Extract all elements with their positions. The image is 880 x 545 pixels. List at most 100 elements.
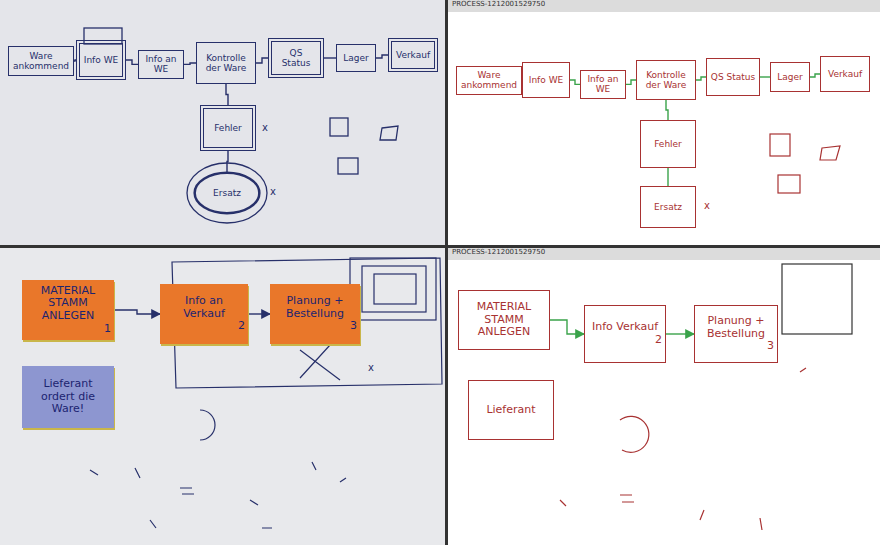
callout-number: 3: [698, 340, 774, 353]
connector: [810, 74, 820, 77]
node-text: QS Status: [275, 48, 317, 69]
connector: [666, 100, 668, 120]
node-text: Info an WE: [142, 54, 180, 75]
node-text: Ersatz: [197, 188, 257, 198]
callout-number: 1: [25, 323, 111, 336]
node-text: MATERIAL STAMM ANLEGEN: [462, 301, 546, 339]
node-text: Planung + Bestellung: [273, 295, 357, 320]
process-box: QS Status: [706, 58, 760, 96]
window-title: PROCESS-1212001529750: [452, 1, 545, 9]
connector: [626, 80, 636, 84]
connector: [184, 63, 196, 64]
node-text: Lieferant ordert die Ware!: [25, 378, 111, 416]
process-box: QS Status: [268, 38, 324, 78]
node-text: Verkauf: [395, 50, 431, 60]
node-text: Ersatz: [644, 202, 692, 212]
process-box: Info an WE: [580, 70, 626, 99]
panel-separator: [445, 0, 448, 545]
node-text: Info an WE: [584, 74, 622, 95]
sketch-circle: [187, 163, 267, 223]
process-box: Lager: [770, 62, 810, 92]
empty-box: [770, 134, 790, 156]
digital-panel: [448, 248, 880, 545]
digital-arc: [620, 416, 649, 452]
connector: [570, 80, 580, 84]
sticky-note: MATERIAL STAMM ANLEGEN1: [22, 280, 114, 340]
cross-mark: x: [270, 186, 276, 197]
empty-box: [778, 175, 800, 193]
spiral-box: [374, 274, 416, 304]
node-text: Lieferant: [472, 404, 550, 417]
connector: [126, 60, 138, 64]
connector: [256, 58, 268, 63]
empty-box: [782, 264, 852, 334]
process-box: Ware ankommend: [8, 46, 74, 76]
connector: [114, 310, 160, 314]
node-text: Lager: [340, 53, 372, 63]
empty-box: [330, 118, 348, 136]
connector: [760, 76, 770, 77]
window-title-bar: [448, 248, 880, 260]
process-box: Info an WE: [138, 50, 184, 79]
callout-number: 3: [273, 320, 357, 333]
cross-mark: x: [262, 122, 268, 133]
process-box: Fehler: [200, 105, 256, 151]
process-box: Lager: [336, 44, 376, 72]
photo-panel: [0, 248, 445, 545]
digital-marks: [560, 264, 852, 530]
connector: [667, 168, 668, 186]
node-text: MATERIAL STAMM ANLEGEN: [25, 285, 111, 323]
cross-mark: x: [704, 200, 710, 211]
node-text: Kontrolle der Ware: [200, 53, 252, 74]
empty-box: [380, 126, 398, 140]
node-text: Planung + Bestellung: [698, 315, 774, 340]
node-text: Kontrolle der Ware: [640, 70, 692, 91]
digital-dashes: [560, 368, 806, 530]
process-box: Ersatz: [640, 186, 696, 228]
process-box: Lieferant: [468, 380, 554, 440]
sketch-cross: [300, 345, 340, 380]
node-text: Info an Verkauf: [163, 295, 245, 320]
node-text: Info WE: [83, 55, 119, 65]
connector: [550, 320, 584, 334]
node-text: Fehler: [644, 139, 692, 149]
node-text: Lager: [774, 72, 806, 82]
empty-box: [820, 146, 840, 160]
sketch-marks: [84, 28, 398, 223]
process-box: MATERIAL STAMM ANLEGEN: [458, 290, 550, 350]
circle-node: Ersatz: [194, 172, 260, 214]
connector: [376, 55, 388, 58]
node-text: Info Verkauf: [588, 321, 662, 334]
node-text: Verkauf: [824, 69, 866, 79]
digital-marks: [770, 134, 840, 193]
node-text: QS Status: [710, 72, 756, 82]
process-box: Info WE: [76, 40, 126, 80]
process-box: Info Verkauf2: [584, 305, 666, 363]
node-text: Ware ankommend: [12, 51, 70, 72]
connector: [324, 57, 336, 58]
spiral-box: [362, 266, 426, 312]
sketch-arc: [200, 410, 215, 440]
sticky-note: Info an Verkauf2: [160, 284, 248, 344]
cross-mark: x: [368, 362, 374, 373]
digital-panel: [448, 0, 880, 245]
sticky-note: Planung + Bestellung3: [270, 284, 360, 344]
process-box: Verkauf: [820, 56, 870, 92]
node-text: Info WE: [526, 75, 566, 85]
process-box: Ware ankommend: [456, 66, 522, 95]
callout-number: 2: [163, 320, 245, 333]
node-text: Fehler: [207, 123, 249, 133]
process-box: Verkauf: [388, 38, 438, 72]
photo-panel: [0, 0, 445, 245]
connector: [666, 333, 694, 334]
callout-number: 2: [588, 334, 662, 347]
node-text: Ware ankommend: [460, 70, 518, 91]
spiral-box: [350, 258, 436, 320]
process-box: Info WE: [522, 62, 570, 98]
connector: [227, 151, 228, 172]
panel-separator: [0, 245, 880, 248]
sticky-note: Lieferant ordert die Ware!: [22, 366, 114, 428]
window-title-bar: [448, 0, 880, 12]
connector: [248, 313, 270, 314]
